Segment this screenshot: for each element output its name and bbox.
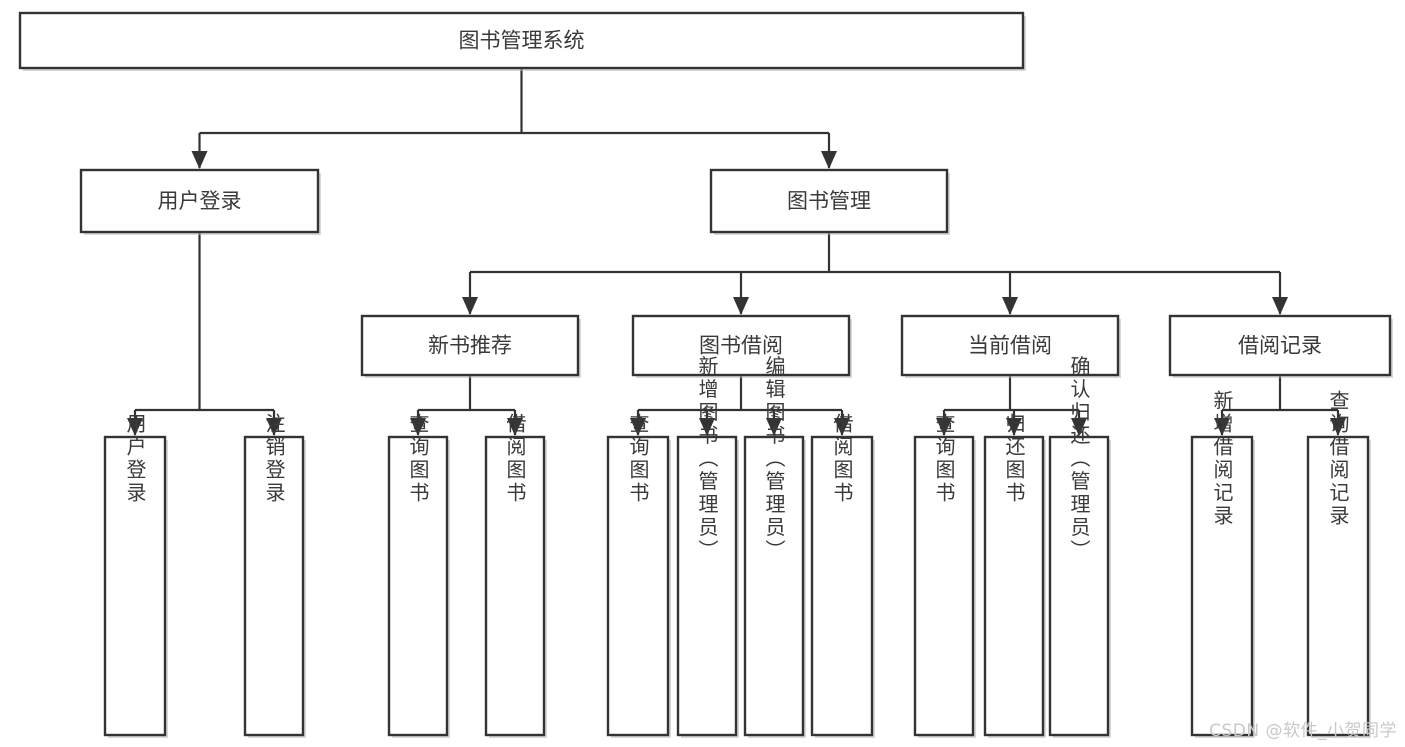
arrow-head-icon	[1002, 297, 1018, 315]
node-leaf-0[interactable]	[103, 435, 167, 737]
arrow-head-icon	[1071, 418, 1087, 436]
arrow-head-icon	[507, 418, 523, 436]
arrow-head-icon	[630, 418, 646, 436]
node-leaf-0-label: 用户登录	[123, 413, 147, 505]
node-level3-2-label: 当前借阅	[968, 334, 1052, 358]
node-leaf-7[interactable]	[810, 435, 874, 737]
node-level3-0[interactable]	[360, 314, 580, 377]
arrow-head-icon	[699, 418, 715, 436]
node-leaf-2-label: 查询图书	[406, 413, 430, 505]
node-leaf-4[interactable]	[606, 435, 670, 737]
node-level3-3-label: 借阅记录	[1238, 334, 1322, 358]
arrow-head-icon	[1214, 418, 1230, 436]
node-leaf-11-label: 新增借阅记录	[1210, 390, 1234, 528]
node-layer: 图书管理系统用户登录图书管理新书推荐图书借阅当前借阅借阅记录用户登录注销登录查询…	[18, 11, 1393, 738]
node-level2-1-label: 图书管理	[787, 189, 871, 213]
arrow-head-icon	[733, 297, 749, 315]
node-level2-1[interactable]	[709, 168, 949, 234]
node-leaf-10[interactable]	[1048, 435, 1110, 737]
node-leaf-5[interactable]	[676, 435, 738, 737]
arrow-head-icon	[127, 418, 143, 436]
node-leaf-1[interactable]	[243, 435, 305, 737]
arrow-head-icon	[936, 418, 952, 436]
node-leaf-12-label: 查询借阅记录	[1326, 390, 1350, 528]
arrow-head-icon	[191, 151, 208, 169]
node-level3-2[interactable]	[900, 314, 1120, 377]
arrow-head-icon	[266, 418, 282, 436]
node-leaf-5-label: 新增图书（管理员）	[695, 355, 719, 562]
arrow-head-icon	[821, 151, 837, 169]
node-level2-0-label: 用户登录	[158, 189, 242, 213]
node-leaf-10-label: 确认归还（管理员）	[1067, 355, 1091, 562]
node-leaf-6-label: 编辑图书（管理员）	[762, 355, 786, 562]
node-level3-1[interactable]	[631, 314, 851, 377]
node-root-label: 图书管理系统	[459, 29, 585, 53]
node-leaf-2[interactable]	[387, 435, 449, 737]
node-leaf-9[interactable]	[983, 435, 1045, 737]
arrow-head-icon	[462, 297, 478, 315]
node-leaf-7-label: 借阅图书	[830, 413, 854, 505]
node-leaf-4-label: 查询图书	[626, 413, 650, 505]
node-leaf-8[interactable]	[913, 435, 975, 737]
arrow-head-icon	[410, 418, 426, 436]
watermark-text: CSDN @软件_小贺同学	[1209, 721, 1397, 741]
arrow-head-icon	[834, 418, 850, 436]
node-leaf-6[interactable]	[743, 435, 805, 737]
node-level2-0[interactable]	[79, 168, 320, 234]
arrow-head-icon	[1006, 418, 1022, 436]
node-leaf-11[interactable]	[1190, 435, 1254, 737]
node-level3-3[interactable]	[1168, 314, 1392, 377]
node-level3-1-label: 图书借阅	[699, 334, 783, 358]
node-leaf-1-label: 注销登录	[262, 413, 286, 505]
node-leaf-12[interactable]	[1306, 435, 1370, 737]
node-leaf-8-label: 查询图书	[932, 413, 956, 505]
arrow-head-icon	[1330, 418, 1346, 436]
node-leaf-3-label: 借阅图书	[503, 413, 527, 505]
arrow-head-icon	[766, 418, 782, 436]
arrow-head-icon	[1272, 297, 1288, 315]
connector-layer	[127, 68, 1346, 436]
node-level3-0-label: 新书推荐	[428, 334, 512, 358]
node-root[interactable]	[18, 11, 1025, 70]
node-leaf-3[interactable]	[484, 435, 546, 737]
node-leaf-9-label: 归还图书	[1002, 413, 1026, 505]
